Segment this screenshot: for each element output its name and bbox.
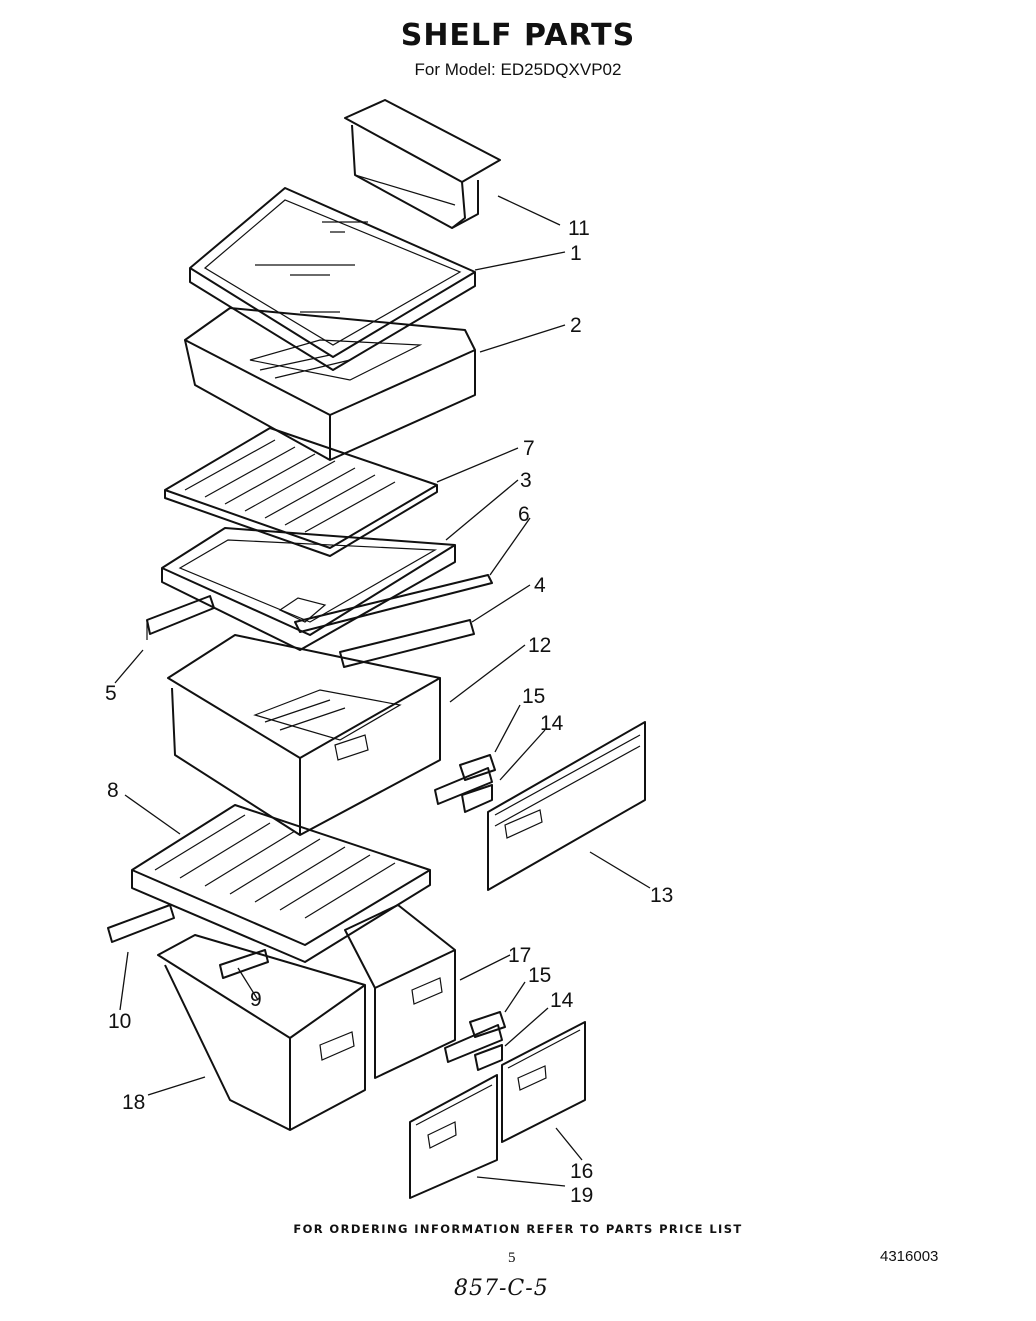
callout-4: 4 xyxy=(534,574,546,597)
callout-16: 16 xyxy=(570,1160,593,1183)
callout-19: 19 xyxy=(570,1184,593,1207)
part-9-rail xyxy=(219,949,269,979)
leader-lines xyxy=(114,195,651,1187)
callout-8: 8 xyxy=(107,779,119,802)
callout-10: 10 xyxy=(108,1010,131,1033)
callout-5: 5 xyxy=(105,682,117,705)
part-7-cover-insert xyxy=(164,427,438,557)
page-number: 5 xyxy=(508,1250,516,1266)
part-1-glass-shelf xyxy=(189,187,476,371)
part-13-front-panel xyxy=(487,721,646,891)
callout-14-upper: 14 xyxy=(540,712,564,735)
callout-13: 13 xyxy=(650,884,673,907)
callout-6: 6 xyxy=(518,503,530,526)
part-16-front-panel xyxy=(501,1021,586,1143)
part-12-pan xyxy=(167,634,441,836)
callout-17: 17 xyxy=(508,944,531,967)
part-17-right-pan xyxy=(344,904,456,1079)
part-3-cover-frame xyxy=(161,527,456,651)
callout-14-lower: 14 xyxy=(550,989,574,1012)
callout-2: 2 xyxy=(570,314,582,337)
ordering-note: FOR ORDERING INFORMATION REFER TO PARTS … xyxy=(293,1222,743,1236)
callout-9: 9 xyxy=(250,988,262,1011)
callout-3: 3 xyxy=(520,469,532,492)
part-19-front-panel xyxy=(409,1074,498,1199)
part-8-lower-shelf xyxy=(131,804,431,963)
callout-12: 12 xyxy=(528,634,551,657)
part-6-rod xyxy=(294,574,493,633)
part-4-rail xyxy=(339,619,475,668)
part-5-slide-rail xyxy=(146,595,215,640)
part-15-upper-handle xyxy=(434,754,496,805)
handwritten-note: 857-C-5 xyxy=(454,1276,549,1301)
part-10-slide-rail xyxy=(107,904,175,943)
page-title: SHELF PARTS xyxy=(400,18,636,53)
callout-7: 7 xyxy=(523,437,535,460)
part-18-left-pan xyxy=(157,934,366,1131)
part-2-drawer xyxy=(184,307,476,461)
part-15-lower-handle xyxy=(444,1011,506,1063)
callout-15-upper: 15 xyxy=(522,685,545,708)
part-11-bin xyxy=(344,99,501,229)
document-number: 4316003 xyxy=(880,1248,939,1265)
callout-15-lower: 15 xyxy=(528,964,551,987)
callout-18: 18 xyxy=(122,1091,145,1114)
callout-11: 11 xyxy=(568,217,590,240)
part-14-lower-clip xyxy=(474,1044,503,1071)
part-14-upper-clip xyxy=(461,784,493,813)
callout-1: 1 xyxy=(570,242,582,265)
model-subtitle: For Model: ED25DQXVP02 xyxy=(414,60,622,79)
